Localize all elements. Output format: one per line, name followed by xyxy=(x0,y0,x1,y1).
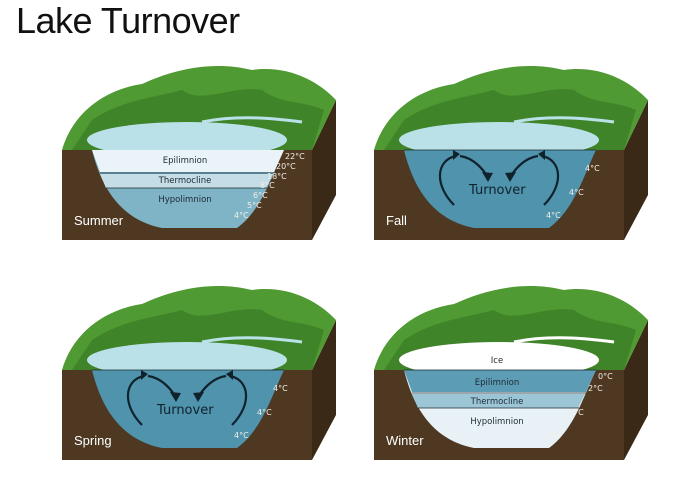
temp-label: 4°C xyxy=(234,431,249,440)
temp-label: 6°C xyxy=(253,191,268,200)
temp-label: 8°C xyxy=(260,181,275,190)
temp-label: 0°C xyxy=(598,372,613,381)
turnover-label: Turnover xyxy=(469,183,526,198)
temp-label: 4°C xyxy=(569,188,584,197)
temp-label: 4°C xyxy=(585,164,600,173)
epilimnion-label: Epilimnion xyxy=(452,378,542,388)
temp-label: 5°C xyxy=(247,201,262,210)
winter-panel: Ice Epilimnion Thermocline Hypolimnion 0… xyxy=(374,280,674,480)
temp-label: 4°C xyxy=(257,408,272,417)
temp-label: 2°C xyxy=(588,384,603,393)
temp-label: 4°C xyxy=(546,211,561,220)
page-title: Lake Turnover xyxy=(16,0,240,42)
temp-label: 4°C xyxy=(273,384,288,393)
temp-label: 4°C xyxy=(234,211,249,220)
season-label: Fall xyxy=(386,213,407,228)
epilimnion-label: Epilimnion xyxy=(140,156,230,166)
season-label: Summer xyxy=(74,213,123,228)
temp-label: 22°C xyxy=(285,152,305,161)
ice-label: Ice xyxy=(452,356,542,366)
hypolimnion-label: Hypolimnion xyxy=(140,195,230,205)
temp-label: 4°C xyxy=(569,408,584,417)
spring-lake-diagram xyxy=(62,280,362,480)
fall-panel: Turnover 4°C 4°C 4°C Fall xyxy=(374,60,674,260)
temp-label: 4°C xyxy=(546,431,561,440)
spring-panel: Turnover 4°C 4°C 4°C Spring xyxy=(62,280,362,480)
temp-label: 20°C xyxy=(276,162,296,171)
thermocline-label: Thermocline xyxy=(452,397,542,407)
hypolimnion-label: Hypolimnion xyxy=(452,417,542,427)
temp-label: 18°C xyxy=(267,172,287,181)
summer-panel: Epilimnion Thermocline Hypolimnion 22°C … xyxy=(62,60,362,260)
fall-lake-diagram xyxy=(374,60,674,260)
season-label: Spring xyxy=(74,433,112,448)
season-label: Winter xyxy=(386,433,424,448)
thermocline-label: Thermocline xyxy=(140,176,230,186)
turnover-label: Turnover xyxy=(157,403,214,418)
